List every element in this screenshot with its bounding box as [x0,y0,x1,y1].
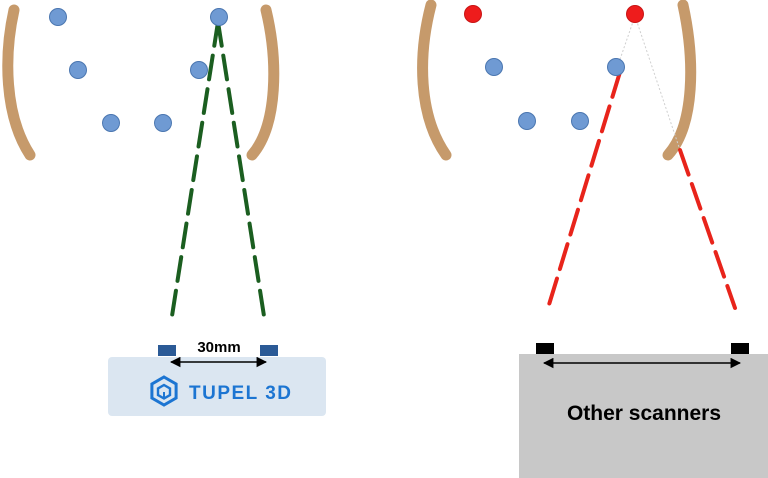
marker-dot [571,112,589,130]
marker-dot [102,114,120,132]
marker-dot [69,61,87,79]
tupel-sensor-left [158,345,176,356]
left-panel: 30mm TUPEL 3D [2,4,326,416]
other-scanner-body [519,354,768,478]
other-sensor-left [536,343,554,354]
marker-dot [49,8,67,26]
right-guide-line-right [634,15,681,151]
occluded-marker-dot [464,5,482,23]
hexagon-cube-icon [150,375,178,407]
right-surface-right-curve [662,0,697,161]
right-laser-ray-left [546,70,622,310]
marker-dot [518,112,536,130]
occluded-marker-dot [626,5,644,23]
other-sensor-right [731,343,749,354]
tupel-sensor-right [260,345,278,356]
marker-dot [607,58,625,76]
brand-name: TUPEL 3D [189,383,293,404]
marker-dot [210,8,228,26]
left-laser-ray-right [216,20,266,318]
right-surface-left-curve [417,0,452,161]
right-panel: Other scanners [417,0,768,478]
left-laser-ray-left [170,20,220,318]
other-scanners-label: Other scanners [567,402,721,425]
marker-dot [485,58,503,76]
left-surface-left-curve [2,4,36,161]
marker-dot [190,61,208,79]
marker-dot [154,114,172,132]
right-laser-ray-right [678,148,737,310]
tupel-device-body [108,357,326,416]
left-surface-right-curve [246,4,280,161]
baseline-label: 30mm [197,339,240,356]
